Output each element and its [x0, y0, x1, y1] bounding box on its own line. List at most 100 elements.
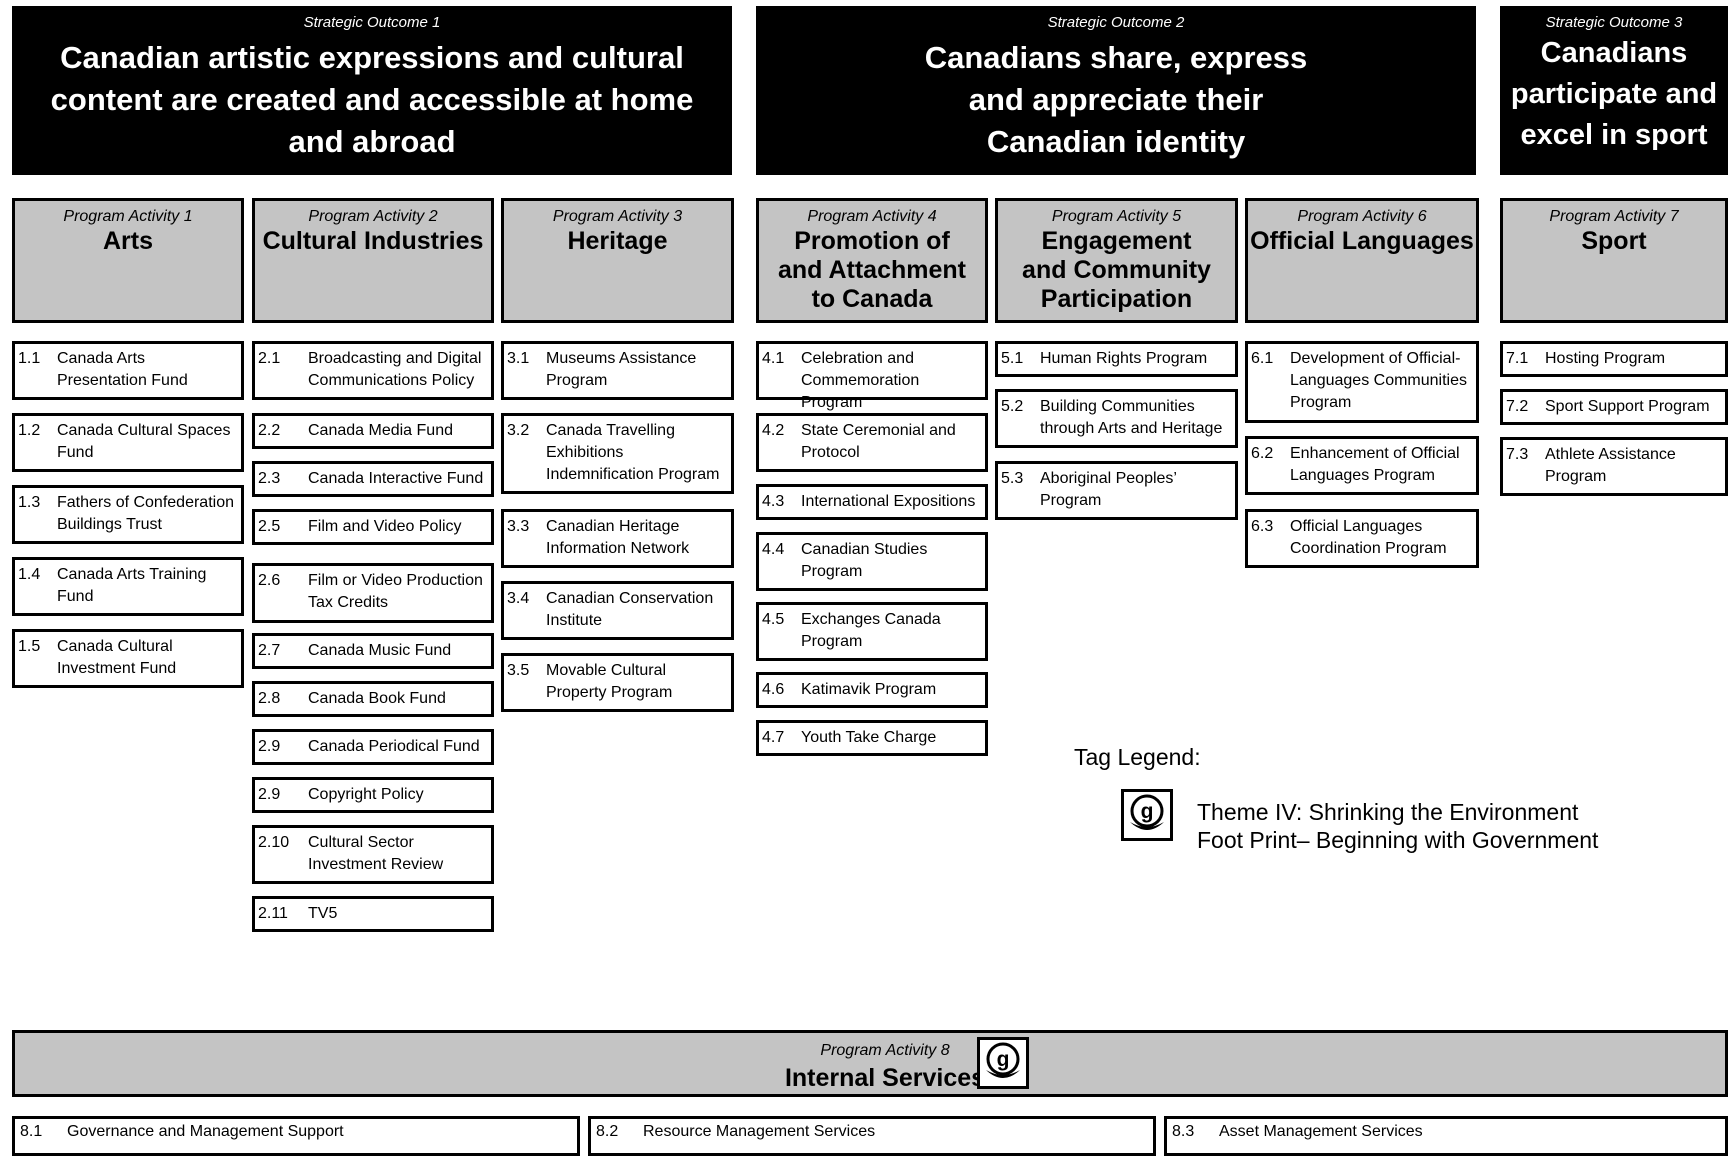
strategic-outcome-title: Canadian artistic expressions and cultur…	[50, 40, 694, 159]
program-activity-title: Cultural Industries	[262, 227, 484, 255]
program-activity-5: Program Activity 5 Engagement and Commun…	[995, 198, 1238, 323]
tag-legend-description: Theme IV: Shrinking the Environment Foot…	[1197, 798, 1598, 854]
program-item-number: 3.2	[507, 422, 530, 439]
program-item-label: Cultural Sector Investment Review	[308, 834, 444, 873]
program-item-number: 3.1	[507, 350, 530, 367]
program-item: 2.9 Copyright Policy	[252, 777, 494, 813]
program-item: 8.3 Asset Management Services	[1164, 1116, 1728, 1156]
svg-text:g: g	[997, 1048, 1010, 1071]
program-item: 4.2 State Ceremonial and Protocol	[756, 413, 988, 472]
tag-legend-line: Foot Print– Beginning with Government	[1197, 827, 1599, 853]
program-item: 4.1 Celebration and Commemoration Progra…	[756, 341, 988, 411]
program-item-number: 2.9	[258, 738, 281, 755]
program-item: 2.5 Film and Video Policy	[252, 509, 494, 545]
program-item-number: 2.3	[258, 470, 281, 487]
program-activity-label: Program Activity 5	[1051, 208, 1182, 225]
program-item-label: Asset Management Services	[1219, 1123, 1423, 1140]
program-item: 2.8 Canada Book Fund	[252, 681, 494, 717]
strategic-outcome-title: Canadians share, express and appreciate …	[924, 40, 1308, 159]
program-item: 3.1 Museums Assistance Program	[501, 341, 734, 400]
program-item-number: 6.3	[1251, 518, 1274, 535]
program-item: 6.1 Development of Official-Languages Co…	[1245, 341, 1479, 423]
program-activity-title: Engagement and Community Participation	[1022, 227, 1211, 313]
program-item-label: Film and Video Policy	[308, 518, 462, 535]
program-activity-4: Program Activity 4 Promotion of and Atta…	[756, 198, 988, 323]
program-item-number: 3.5	[507, 662, 530, 679]
program-item: 7.3 Athlete Assistance Program	[1500, 437, 1728, 496]
program-activity-label: Program Activity 7	[1549, 208, 1679, 225]
strategic-outcome-1: Strategic Outcome 1 Canadian artistic ex…	[12, 6, 732, 175]
program-item-label: Resource Management Services	[643, 1123, 876, 1140]
program-item-label: Canada Cultural Investment Fund	[57, 638, 177, 677]
program-item-number: 7.3	[1506, 446, 1529, 463]
program-item: 1.1 Canada Arts Presentation Fund	[12, 341, 244, 400]
greening-g-icon: g	[1121, 789, 1173, 841]
tag-legend-title: Tag Legend:	[1074, 744, 1201, 770]
program-item: 7.2 Sport Support Program	[1500, 389, 1728, 425]
program-item: 2.2 Canada Media Fund	[252, 413, 494, 449]
program-item: 6.2 Enhancement of Official Languages Pr…	[1245, 436, 1479, 495]
program-item-number: 4.2	[762, 422, 785, 439]
program-activity-title: Official Languages	[1250, 227, 1474, 255]
program-item-label: Canadian Studies Program	[801, 541, 928, 580]
program-activity-label: Program Activity 1	[63, 208, 193, 225]
program-item: 8.2 Resource Management Services	[588, 1116, 1156, 1156]
program-item-label: Museums Assistance Program	[546, 350, 697, 389]
program-item: 4.4 Canadian Studies Program	[756, 532, 988, 591]
program-item: 2.11 TV5	[252, 896, 494, 932]
program-activity-title: Arts	[102, 227, 153, 255]
program-item-number: 6.2	[1251, 445, 1274, 462]
program-item-number: 2.2	[258, 422, 281, 439]
program-item: 4.7 Youth Take Charge	[756, 720, 988, 756]
program-item: 1.2 Canada Cultural Spaces Fund	[12, 413, 244, 472]
program-item-label: Canada Travelling Exhibitions Indemnific…	[546, 422, 720, 483]
strategic-outcome-3: Strategic Outcome 3 Canadians participat…	[1500, 6, 1728, 175]
svg-text:g: g	[1141, 800, 1154, 823]
program-activity-1: Program Activity 1 Arts	[12, 198, 244, 323]
program-item-number: 8.3	[1172, 1123, 1195, 1140]
program-item-label: Enhancement of Official Languages Progra…	[1290, 445, 1460, 484]
program-item: 2.3 Canada Interactive Fund	[252, 461, 494, 497]
program-item-label: International Expositions	[801, 493, 976, 510]
program-item-number: 3.4	[507, 590, 530, 607]
program-item-number: 2.6	[258, 572, 281, 589]
program-item-number: 8.2	[596, 1123, 619, 1140]
program-item-number: 7.2	[1506, 398, 1529, 415]
program-activity-2: Program Activity 2 Cultural Industries	[252, 198, 494, 323]
program-item-number: 1.5	[18, 638, 41, 655]
program-item-label: Canada Arts Training Fund	[57, 566, 207, 605]
program-item-number: 2.7	[258, 642, 281, 659]
program-item-number: 8.1	[20, 1123, 43, 1140]
program-item-label: Canada Cultural Spaces Fund	[57, 422, 231, 461]
program-item-label: State Ceremonial and Protocol	[801, 422, 956, 461]
program-item-number: 1.1	[18, 350, 41, 367]
program-item-label: Official Languages Coordination Program	[1290, 518, 1447, 557]
program-item: 1.5 Canada Cultural Investment Fund	[12, 629, 244, 688]
program-activity-8: Program Activity 8 Internal Services g	[12, 1030, 1728, 1097]
program-item-label: Canada Arts Presentation Fund	[57, 350, 188, 389]
program-item-number: 4.4	[762, 541, 785, 558]
program-item-number: 2.8	[258, 690, 281, 707]
program-item-label: Hosting Program	[1545, 350, 1666, 367]
program-activity-title: Heritage	[567, 227, 668, 255]
program-item: 6.3 Official Languages Coordination Prog…	[1245, 509, 1479, 568]
program-item-label: Human Rights Program	[1040, 350, 1208, 367]
program-item-label: Governance and Management Support	[67, 1123, 344, 1140]
program-item: 4.5 Exchanges Canada Program	[756, 602, 988, 661]
program-item: 8.1 Governance and Management Support	[12, 1116, 580, 1156]
program-item-number: 4.5	[762, 611, 785, 628]
strategic-outcome-2: Strategic Outcome 2 Canadians share, exp…	[756, 6, 1476, 175]
program-activity-label: Program Activity 2	[308, 208, 438, 225]
program-item-label: Celebration and Commemoration Program	[801, 350, 920, 411]
tag-legend-line: Theme IV: Shrinking the Environment	[1197, 799, 1579, 825]
program-item: 5.3 Aboriginal Peoples’ Program	[995, 461, 1238, 520]
program-item-number: 4.7	[762, 729, 785, 746]
program-item-label: Canadian Heritage Information Network	[546, 518, 690, 557]
program-activity-title: Promotion of and Attachment to Canada	[778, 227, 966, 313]
program-item: 2.1 Broadcasting and Digital Communicati…	[252, 341, 494, 400]
program-item-number: 4.3	[762, 493, 785, 510]
program-activity-6: Program Activity 6 Official Languages	[1245, 198, 1479, 323]
program-item: 2.6 Film or Video Production Tax Credits	[252, 563, 494, 623]
program-item: 2.7 Canada Music Fund	[252, 633, 494, 669]
program-item-number: 2.1	[258, 350, 281, 367]
